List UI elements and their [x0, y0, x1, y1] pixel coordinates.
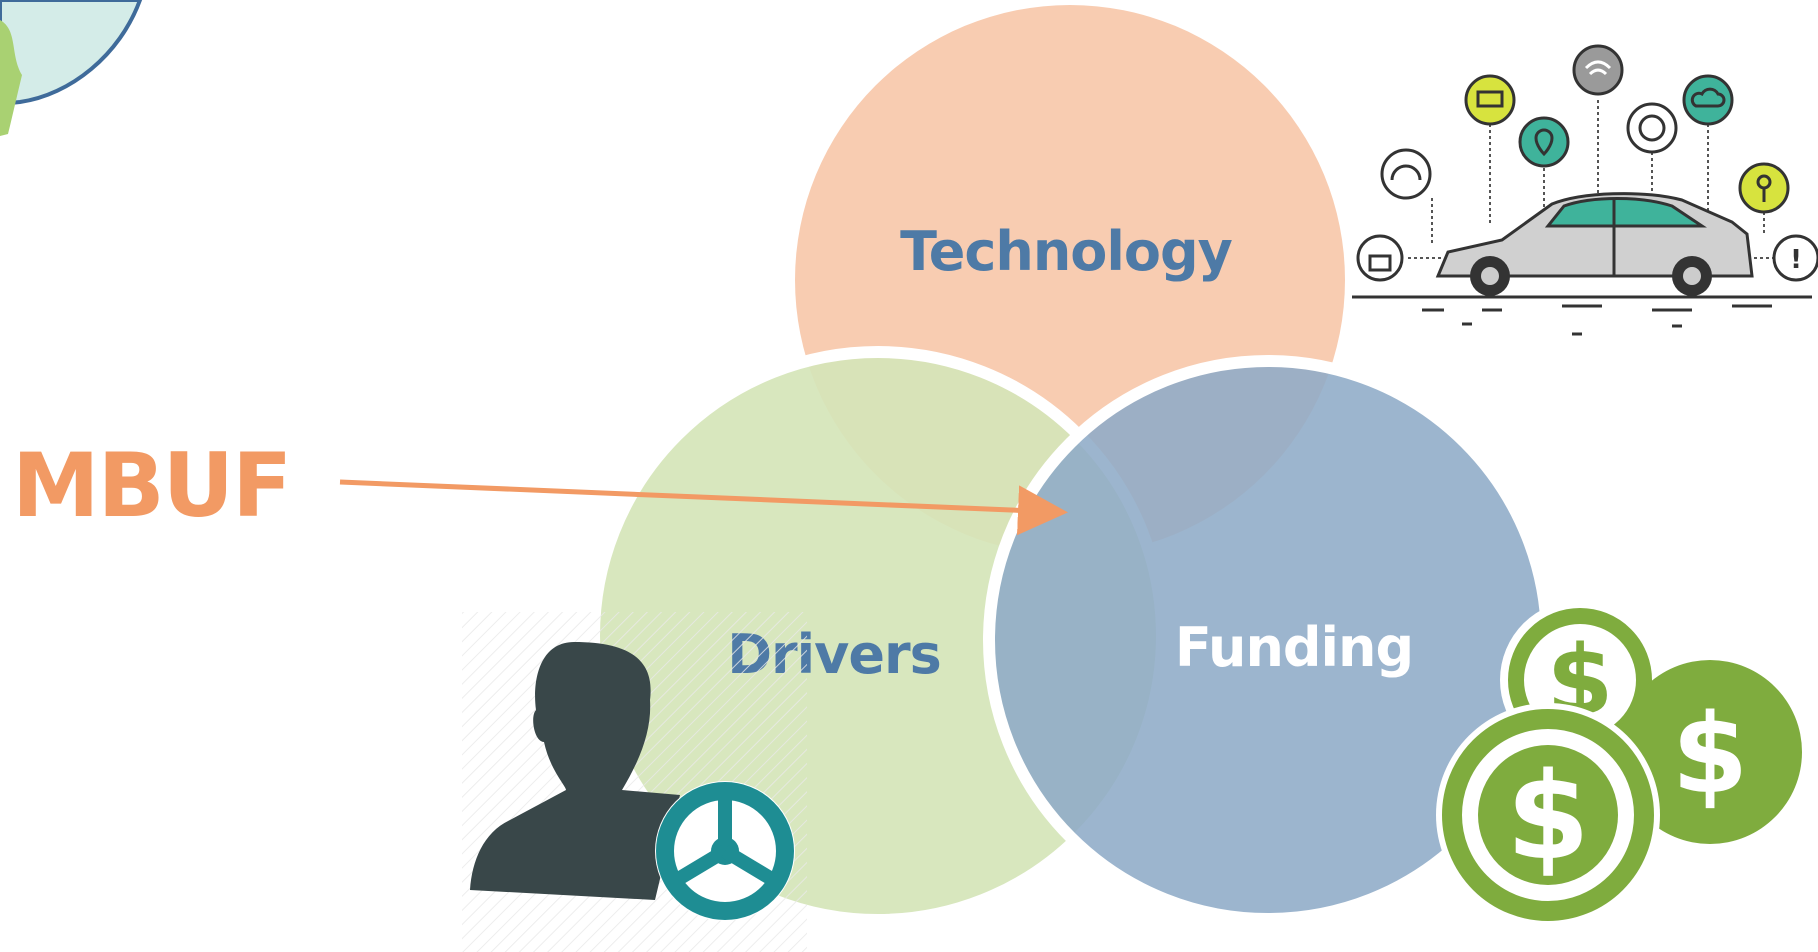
- globe-corner-graphic: [0, 0, 143, 136]
- technology-label: Technology: [900, 220, 1233, 283]
- mbuf-arrow: [339, 479, 1068, 536]
- svg-text:!: !: [1790, 245, 1802, 275]
- driver-with-steering-wheel-icon: [462, 612, 807, 952]
- connected-car-icon: !: [1352, 44, 1818, 336]
- funding-label: Funding: [1175, 616, 1413, 679]
- svg-text:$: $: [1506, 748, 1590, 887]
- dollar-coins-icon: $ $ $: [1436, 600, 1802, 927]
- svg-text:$: $: [1672, 690, 1749, 818]
- mbuf-label: MBUF: [12, 434, 290, 537]
